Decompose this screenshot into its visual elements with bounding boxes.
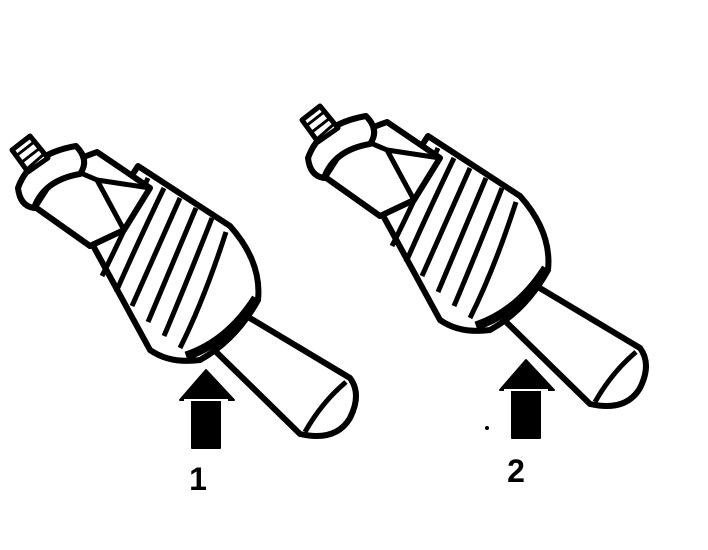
- glow-plug-2: [302, 106, 646, 406]
- arrow-up-icon: [179, 369, 235, 449]
- pointer-arrow-2: [499, 359, 555, 439]
- speck: [485, 426, 489, 430]
- callout-label-2: 2: [507, 453, 525, 489]
- pointer-arrow-1: [179, 369, 235, 449]
- glow-plug-1: [12, 136, 356, 436]
- arrow-up-icon: [499, 359, 555, 439]
- glow-plug-icon: [12, 136, 356, 436]
- glow-plug-icon: [302, 106, 646, 406]
- callout-label-1: 1: [189, 461, 207, 497]
